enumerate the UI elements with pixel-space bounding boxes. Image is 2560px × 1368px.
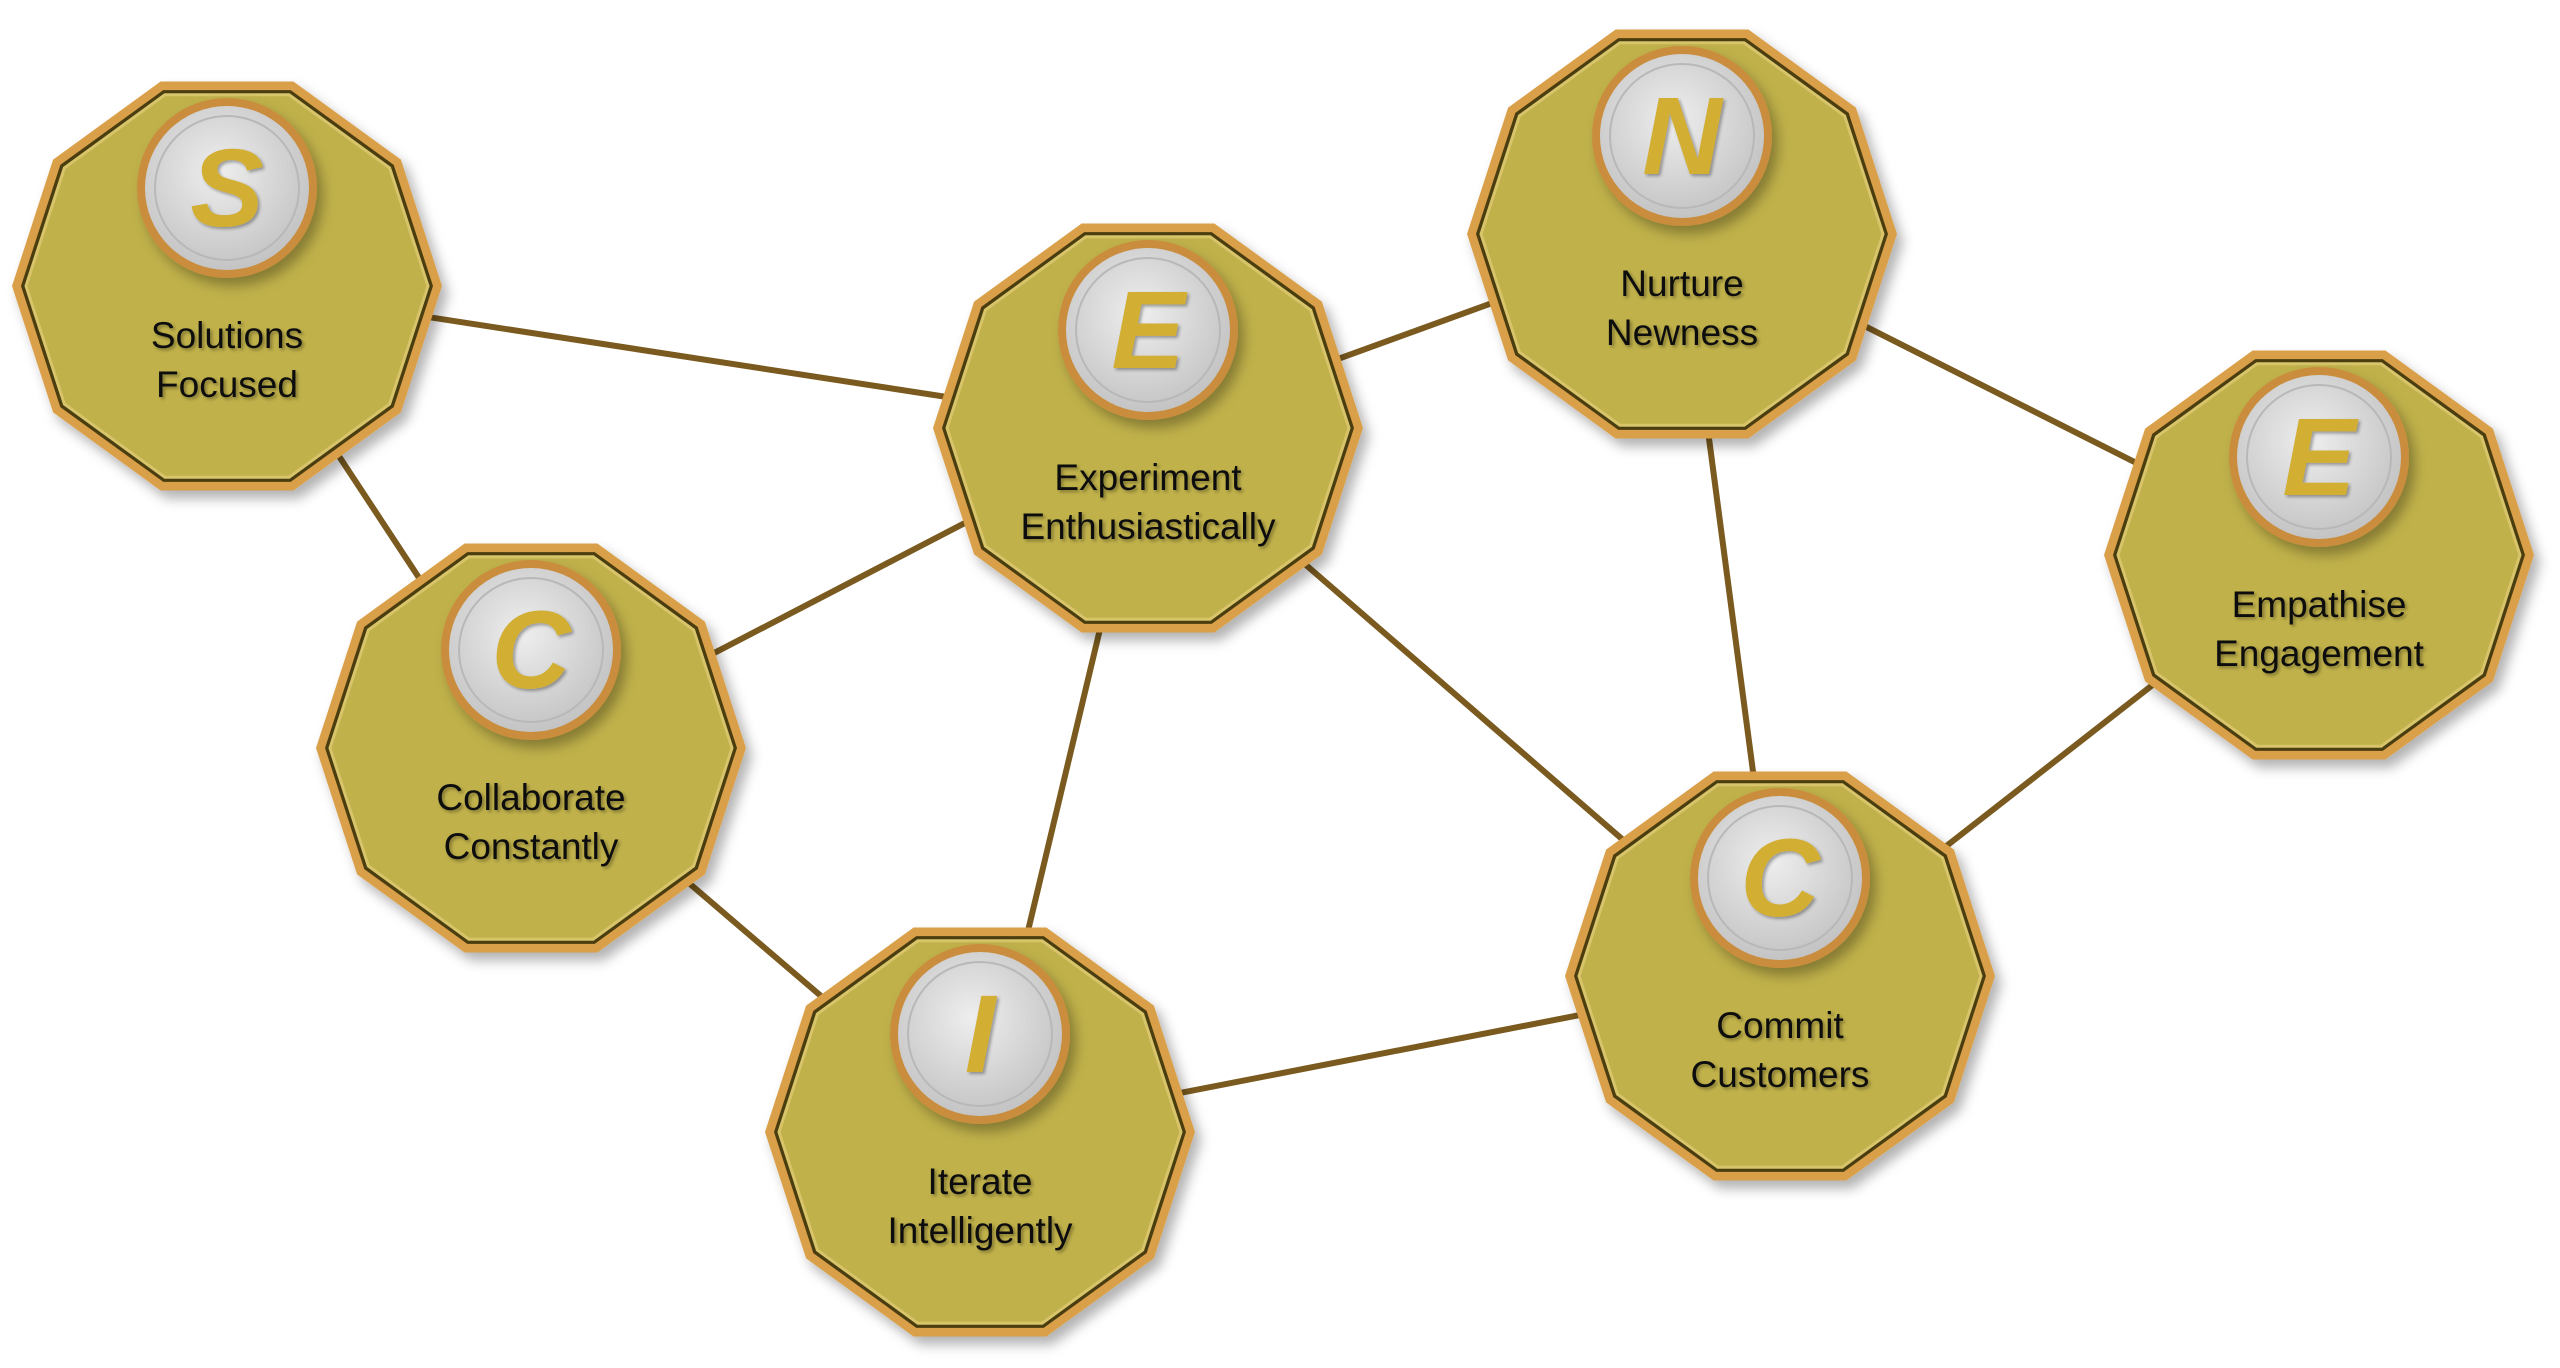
decagon-face xyxy=(24,93,430,479)
node-label-line1: Nurture xyxy=(1620,263,1743,304)
node-label-line1: Experiment xyxy=(1054,457,1242,498)
badge-inner-ring xyxy=(1075,257,1221,403)
badge-letter: N xyxy=(1642,75,1724,198)
node-label-line2: Customers xyxy=(1691,1054,1870,1095)
badge-inner-ring xyxy=(458,577,604,723)
badge-inner-ring xyxy=(1609,63,1755,209)
badge xyxy=(1066,248,1230,412)
badge xyxy=(1600,54,1764,218)
node-label-line2: Engagement xyxy=(2214,633,2425,674)
badge-letter: C xyxy=(1740,817,1821,940)
node-label-line2: Constantly xyxy=(444,826,619,867)
decagon-face xyxy=(945,235,1351,621)
node-label-line2: Enthusiastically xyxy=(1020,506,1276,547)
badge-inner-ring xyxy=(154,115,300,261)
node-label-line2: Focused xyxy=(156,364,298,405)
decagon-face xyxy=(2116,362,2522,748)
badge-letter: E xyxy=(1111,269,1188,392)
badge xyxy=(1698,796,1862,960)
badge-letter: I xyxy=(965,973,998,1096)
badge xyxy=(2237,375,2401,539)
decagon-face xyxy=(328,555,734,941)
node-label-line1: Commit xyxy=(1716,1005,1844,1046)
decagon-face xyxy=(777,939,1183,1325)
badge-inner-ring xyxy=(907,961,1053,1107)
badge-inner-ring xyxy=(1707,805,1853,951)
badge xyxy=(898,952,1062,1116)
decagon-face xyxy=(1577,783,1983,1169)
badge xyxy=(449,568,613,732)
node-label-line1: Iterate xyxy=(928,1161,1033,1202)
node-label-line1: Solutions xyxy=(151,315,303,356)
badge-letter: E xyxy=(2282,396,2359,519)
decagon-face xyxy=(1479,41,1885,427)
badge-letter: S xyxy=(190,127,263,250)
badge-inner-ring xyxy=(2246,384,2392,530)
node-label-line1: Empathise xyxy=(2232,584,2407,625)
node-label-line1: Collaborate xyxy=(436,777,625,818)
badge-letter: C xyxy=(491,589,572,712)
badge xyxy=(145,106,309,270)
node-label-line2: Intelligently xyxy=(887,1210,1073,1251)
node-label-line2: Newness xyxy=(1606,312,1758,353)
